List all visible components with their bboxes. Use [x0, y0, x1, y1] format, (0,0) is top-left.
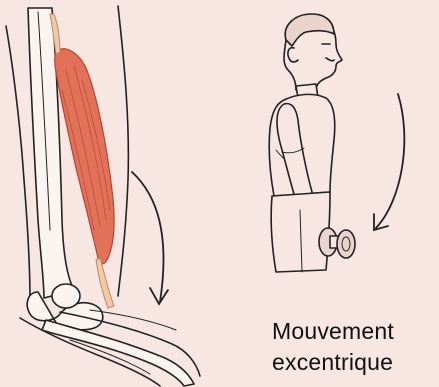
- forearm-bones: [42, 320, 194, 386]
- arm-downward-curved-arrow-icon: [132, 172, 168, 304]
- caption: Mouvement excentrique: [272, 316, 436, 378]
- person-with-dumbbell-illustration: [269, 14, 355, 272]
- caption-line-1: Mouvement: [272, 316, 436, 347]
- upper-arm-outline: [6, 26, 30, 300]
- arm-anatomy-illustration: [6, 6, 200, 386]
- person-downward-curved-arrow-icon: [374, 94, 404, 230]
- caption-line-2: excentrique: [272, 347, 436, 378]
- biceps-tendon-bottom: [96, 258, 114, 308]
- biceps-muscle: [55, 49, 114, 264]
- dumbbell: [319, 228, 355, 258]
